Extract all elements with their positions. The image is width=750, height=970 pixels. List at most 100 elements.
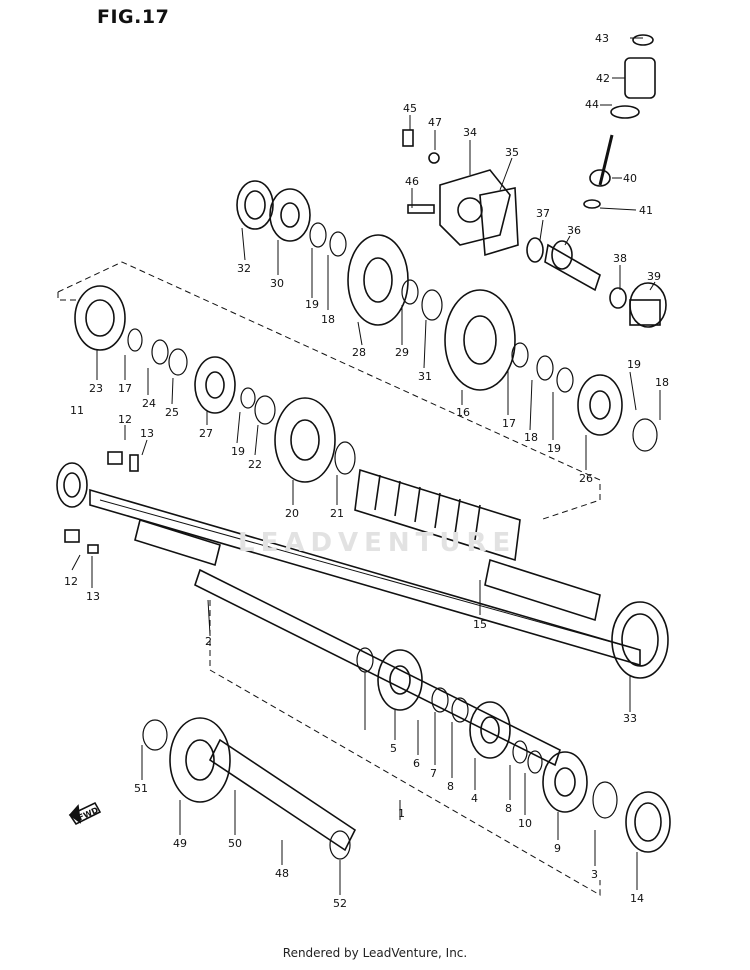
gear-28: [347, 234, 409, 326]
small-bolts: [64, 451, 139, 554]
gear-5: [377, 649, 423, 711]
callout: 39: [647, 270, 661, 283]
callout: 11: [70, 404, 84, 417]
bearing-14: [625, 791, 671, 853]
washer-41: [583, 199, 601, 209]
bearing-32: [236, 180, 274, 230]
callout: 18: [524, 431, 538, 444]
callout: 50: [228, 837, 242, 850]
callout: 42: [596, 72, 610, 85]
callout: 44: [585, 98, 599, 111]
callout: 36: [567, 224, 581, 237]
watermark: LEADVENTURE: [238, 528, 517, 558]
plate-12: [107, 451, 123, 465]
callout: 18: [321, 313, 335, 326]
callout: 26: [579, 472, 593, 485]
washers: [127, 222, 658, 860]
callout: 1: [398, 807, 405, 820]
gear-49: [169, 717, 231, 803]
callout: 31: [418, 370, 432, 383]
callout: 18: [655, 376, 669, 389]
bolt-13b: [87, 544, 99, 554]
callout: 49: [173, 837, 187, 850]
washer-47: [428, 152, 440, 164]
gasket-35: [479, 187, 519, 257]
bearing-23: [74, 285, 126, 351]
callout: 25: [165, 406, 179, 419]
gear-30: [269, 188, 311, 242]
bearing-11: [56, 462, 88, 508]
bolt-13: [129, 454, 139, 472]
callout: 13: [86, 590, 100, 603]
callout: 43: [595, 32, 609, 45]
callout: 14: [630, 892, 644, 905]
callout: 19: [305, 298, 319, 311]
callout: 32: [237, 262, 251, 275]
callout: 28: [352, 346, 366, 359]
callout: 51: [134, 782, 148, 795]
plate-12b: [64, 529, 80, 543]
countershaft: [89, 468, 641, 667]
gear-4: [469, 701, 511, 759]
callout: 9: [554, 842, 561, 855]
callout: 19: [627, 358, 641, 371]
callout: 41: [639, 204, 653, 217]
callout: 48: [275, 867, 289, 880]
callout: 52: [333, 897, 347, 910]
seal-43: [632, 34, 654, 46]
fwd-arrow: [68, 801, 102, 826]
callout: 10: [518, 817, 532, 830]
callout: 13: [140, 427, 154, 440]
callout: 35: [505, 146, 519, 159]
gear-9: [542, 751, 588, 813]
callout: 23: [89, 382, 103, 395]
gear-26: [577, 374, 623, 436]
cap-39: [629, 282, 667, 328]
bolt-46: [407, 204, 435, 214]
callout: 17: [118, 382, 132, 395]
callout: 20: [285, 507, 299, 520]
callout: 27: [199, 427, 213, 440]
callout: 37: [536, 207, 550, 220]
speedo-shaft-40: [589, 134, 614, 187]
leader-lines: [71, 37, 661, 895]
callout: 45: [403, 102, 417, 115]
oring-44: [610, 105, 640, 119]
fwd-label: FWD: [77, 805, 100, 822]
callout: 19: [547, 442, 561, 455]
bolts: [402, 129, 440, 214]
gear-27: [194, 356, 236, 414]
callout: 29: [395, 346, 409, 359]
gear-16: [444, 289, 516, 391]
washer-37: [526, 237, 544, 263]
callout: 47: [428, 116, 442, 129]
callout: 40: [623, 172, 637, 185]
callout: 12: [118, 413, 132, 426]
callout: 46: [405, 175, 419, 188]
callout: 16: [456, 406, 470, 419]
callout: 5: [390, 742, 397, 755]
callout: 24: [142, 397, 156, 410]
callout: 38: [613, 252, 627, 265]
footer-credit: Rendered by LeadVenture, Inc.: [282, 946, 468, 960]
callout: 17: [502, 417, 516, 430]
bushing-42: [624, 57, 656, 99]
callout: 15: [473, 618, 487, 631]
callout: 30: [270, 277, 284, 290]
callout: 4: [471, 792, 478, 805]
callout: 8: [505, 802, 512, 815]
bolt-45: [402, 129, 414, 147]
speedo-drive-36: [544, 240, 601, 292]
gear-20: [274, 397, 336, 483]
speedo-gear-housing-34: [439, 169, 511, 246]
callout: 2: [205, 635, 212, 648]
callout: 8: [447, 780, 454, 793]
callout: 19: [231, 445, 245, 458]
countershaft-assembly-outline: [57, 261, 601, 896]
figure-title: FIG.17: [97, 6, 170, 28]
callout: 34: [463, 126, 477, 139]
callout: 6: [413, 757, 420, 770]
bearing-33: [611, 601, 669, 679]
